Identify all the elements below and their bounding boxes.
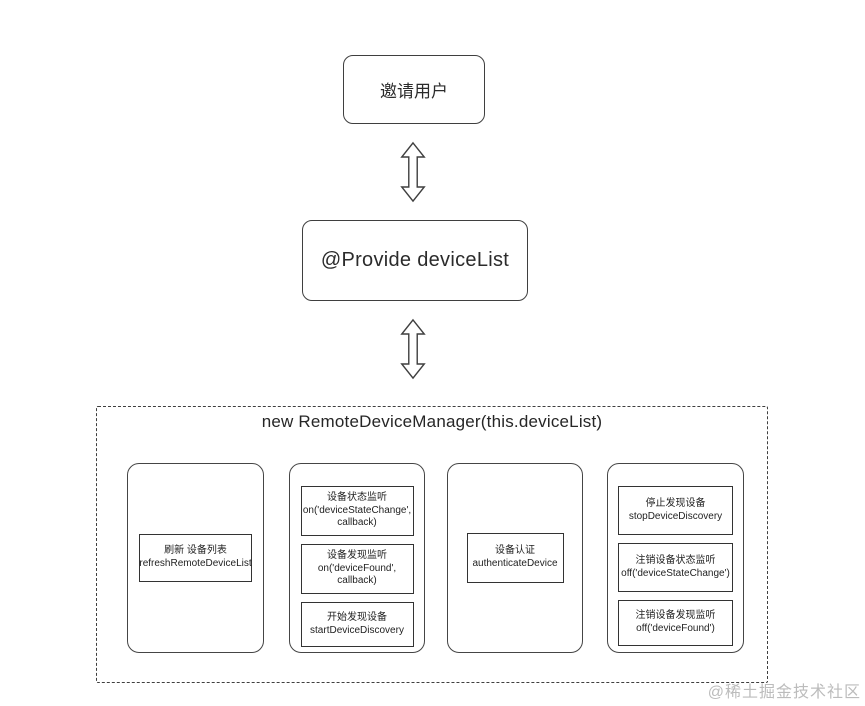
method-box-stop-device-discovery: 停止发现设备 stopDeviceDiscovery <box>618 486 733 535</box>
manager-column-refresh: 刷新 设备列表 refreshRemoteDeviceList <box>127 463 264 653</box>
method-label-cn: 停止发现设备 <box>645 497 706 509</box>
juejin-watermark: @稀土掘金技术社区 <box>707 684 861 701</box>
method-label-cn: 注销设备状态监听 <box>635 554 716 566</box>
method-label-en: startDeviceDiscovery <box>310 624 404 636</box>
method-box-refresh-remote-device-list: 刷新 设备列表 refreshRemoteDeviceList <box>139 534 252 582</box>
method-label-cn: 设备发现监听 <box>327 549 387 561</box>
manager-column-authenticate: 设备认证 authenticateDevice <box>447 463 583 653</box>
method-box-off-device-found: 注销设备发现监听 off('deviceFound') <box>618 600 733 646</box>
method-box-start-device-discovery: 开始发现设备 startDeviceDiscovery <box>300 602 414 647</box>
method-label-en: off('deviceStateChange') <box>621 567 730 579</box>
manager-column-teardown: 停止发现设备 stopDeviceDiscovery 注销设备状态监听 off(… <box>607 463 744 653</box>
method-label-cn: 开始发现设备 <box>327 611 387 623</box>
method-label-en: on('deviceFound', <box>317 562 397 574</box>
method-label-en: callback) <box>337 517 377 529</box>
method-label-cn: 刷新 设备列表 <box>164 545 227 557</box>
remote-device-manager-container <box>96 406 768 683</box>
invite-user-label: 邀请用户 <box>380 82 448 101</box>
method-label-en: callback) <box>337 575 377 587</box>
invite-user-node: 邀请用户 <box>343 55 485 124</box>
remote-device-manager-title: new RemoteDeviceManager(this.deviceList) <box>261 412 603 431</box>
double-arrow-icon <box>400 141 426 203</box>
method-box-device-state-listener: 设备状态监听 on('deviceStateChange', callback) <box>300 486 414 536</box>
method-label-en: off('deviceFound') <box>636 623 715 634</box>
method-label-en: authenticateDevice <box>472 558 558 569</box>
method-label-en: on('deviceStateChange', <box>302 504 412 516</box>
method-box-device-found-listener: 设备发现监听 on('deviceFound', callback) <box>300 544 414 594</box>
method-label-cn: 设备状态监听 <box>327 491 387 503</box>
method-label-en: stopDeviceDiscovery <box>628 510 723 522</box>
manager-column-listeners: 设备状态监听 on('deviceStateChange', callback)… <box>289 463 425 653</box>
method-label-cn: 注销设备发现监听 <box>635 610 716 622</box>
method-box-off-device-state-change: 注销设备状态监听 off('deviceStateChange') <box>618 543 733 592</box>
provide-devicelist-label: @Provide deviceList <box>320 249 510 271</box>
provide-devicelist-node: @Provide deviceList <box>302 220 528 301</box>
double-arrow-icon <box>400 318 426 380</box>
method-label-cn: 设备认证 <box>495 545 535 557</box>
method-box-authenticate-device: 设备认证 authenticateDevice <box>466 533 564 583</box>
method-label-en: refreshRemoteDeviceList <box>139 558 252 569</box>
